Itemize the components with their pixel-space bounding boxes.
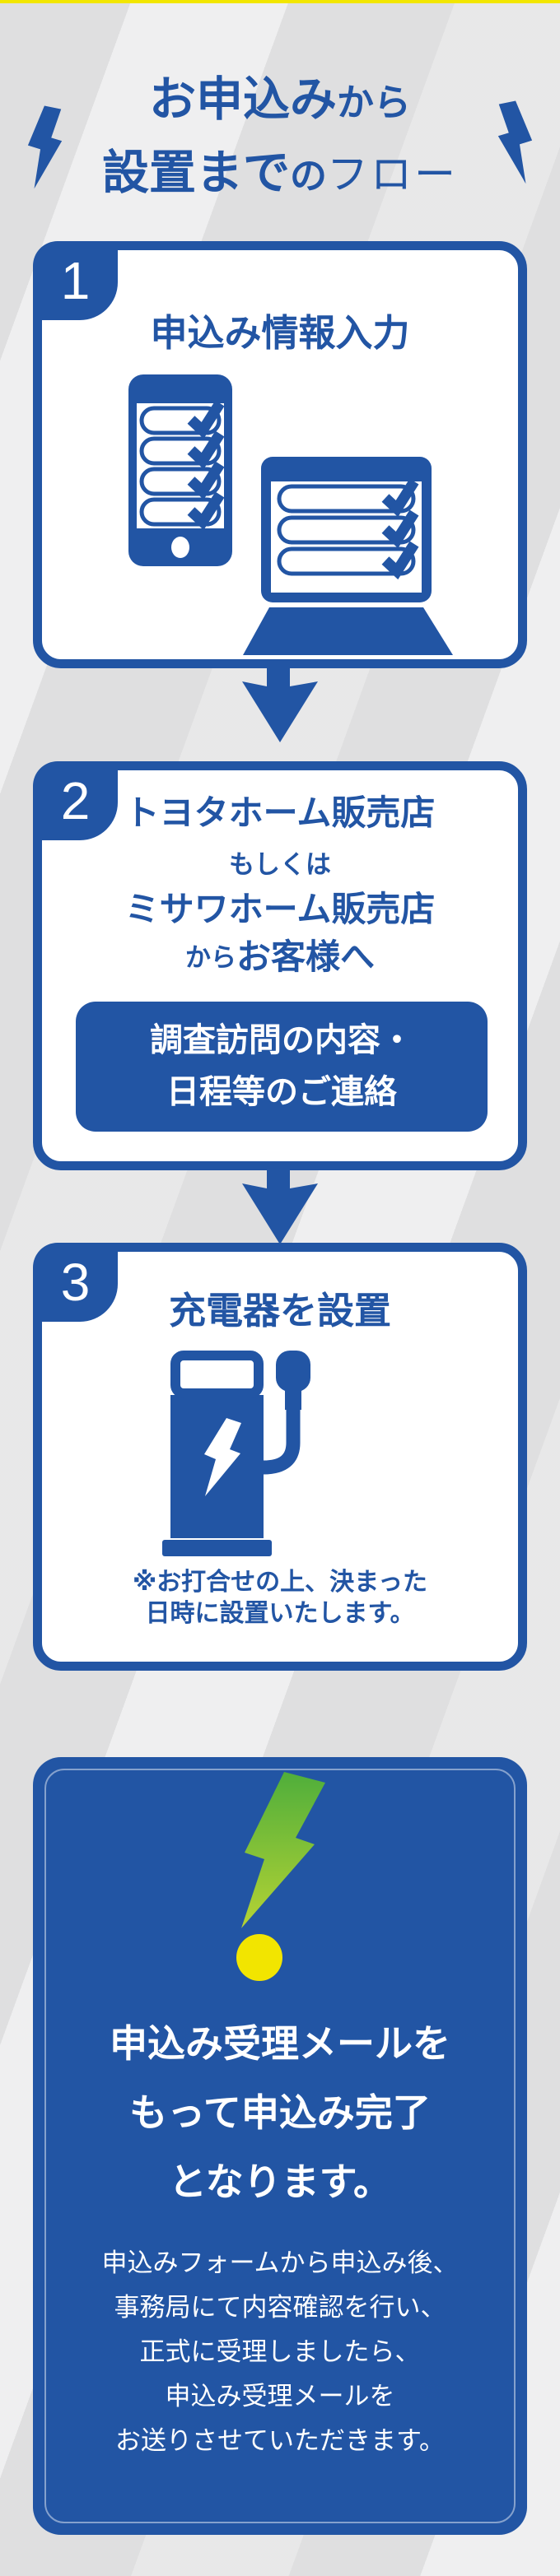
title-mid-text: の bbox=[289, 155, 327, 197]
completion-body-line: 事務局にて内容確認を行い、 bbox=[114, 2293, 446, 2322]
checklist-laptop-icon bbox=[243, 457, 453, 655]
step-2-card: 2 トヨタホーム販売店 もしくは ミサワホーム販売店 からお客様へ 調査訪問の内… bbox=[33, 761, 527, 1170]
step-2-line-3: ミサワホーム販売店 bbox=[124, 890, 436, 928]
completion-body-line: お送りさせていただきます。 bbox=[115, 2426, 445, 2455]
page-title-line-2: 設置までのフロー bbox=[0, 142, 560, 216]
title-strong-text: 設置まで bbox=[101, 146, 290, 199]
completion-body-line: 正式に受理しましたら、 bbox=[139, 2337, 421, 2366]
step-3-note: ※お打合せの上、決まった 日時に設置いたします。 bbox=[42, 1567, 518, 1630]
step-number: 3 bbox=[60, 1253, 91, 1312]
completion-body: 申込みフォームから申込み後、 事務局にて内容確認を行い、 正式に受理しましたら、… bbox=[33, 2241, 527, 2463]
step-1-title: 申込み情報入力 bbox=[150, 312, 410, 354]
step-3-card: 3 充電器を設置 ※お打合せの上、決まった 日時に設置いたします。 bbox=[33, 1243, 527, 1671]
title-light-text: から bbox=[336, 81, 411, 123]
step-2-number-tab: 2 bbox=[33, 761, 118, 840]
step-number: 2 bbox=[60, 771, 91, 830]
lightning-bolt-icon bbox=[21, 104, 72, 190]
page-title-line-1: お申込みから bbox=[0, 69, 560, 142]
step-number: 1 bbox=[60, 251, 91, 310]
contact-callout-line-2: 日程等のご連絡 bbox=[166, 1074, 397, 1110]
step-1-card: 1 申込み情報入力 bbox=[33, 241, 527, 668]
lightning-bolt-icon bbox=[488, 99, 539, 185]
step-2-line-4-light: から bbox=[184, 943, 236, 972]
contact-callout: 調査訪問の内容・ 日程等のご連絡 bbox=[76, 1002, 488, 1132]
step-1-number-tab: 1 bbox=[33, 241, 118, 320]
step-2-line-1: トヨタホーム販売店 bbox=[124, 793, 436, 832]
step-2-line-2: もしくは bbox=[229, 850, 331, 879]
step-2-line-4-strong: お客様へ bbox=[236, 937, 375, 976]
title-strong-text: お申込み bbox=[148, 73, 337, 126]
exclamation-bolt-icon bbox=[241, 1772, 325, 1928]
ev-charger-icon bbox=[162, 1351, 310, 1556]
step-3-number-tab: 3 bbox=[33, 1243, 118, 1322]
contact-callout-line-1: 調査訪問の内容・ bbox=[150, 1022, 413, 1058]
completion-body-line: 申込み受理メールを bbox=[165, 2382, 395, 2411]
step-3-title: 充電器を設置 bbox=[168, 1290, 391, 1332]
step-3-note-line-1: ※お打合せの上、決まった bbox=[133, 1569, 427, 1596]
exclamation-dot-icon bbox=[236, 1934, 282, 1981]
checklist-phone-icon bbox=[128, 374, 232, 566]
checklist-phone-laptop-illustration bbox=[128, 374, 453, 655]
top-accent-strip bbox=[0, 0, 560, 3]
completion-heading: 申込み受理メールを もって申込み完了 となります。 bbox=[33, 2009, 527, 2216]
step-2-line-4: からお客様へ bbox=[42, 937, 518, 986]
completion-heading-line-1: 申込み受理メールを bbox=[110, 2022, 450, 2065]
step-3-note-line-2: 日時に設置いたします。 bbox=[145, 1600, 415, 1627]
completion-body-line: 申込みフォームから申込み後、 bbox=[101, 2248, 459, 2277]
flow-arrow-icon bbox=[242, 1169, 318, 1244]
completion-card: 申込み受理メールを もって申込み完了 となります。 申込みフォームから申込み後、… bbox=[33, 1757, 527, 2535]
title-light-text: フロー bbox=[327, 151, 458, 198]
completion-heading-line-3: となります。 bbox=[168, 2160, 392, 2203]
page-title: お申込みから 設置までのフロー bbox=[0, 69, 560, 216]
completion-heading-line-2: もって申込み完了 bbox=[129, 2091, 431, 2134]
inner-frame-border bbox=[44, 1769, 516, 2523]
flow-arrow-icon bbox=[242, 667, 318, 742]
